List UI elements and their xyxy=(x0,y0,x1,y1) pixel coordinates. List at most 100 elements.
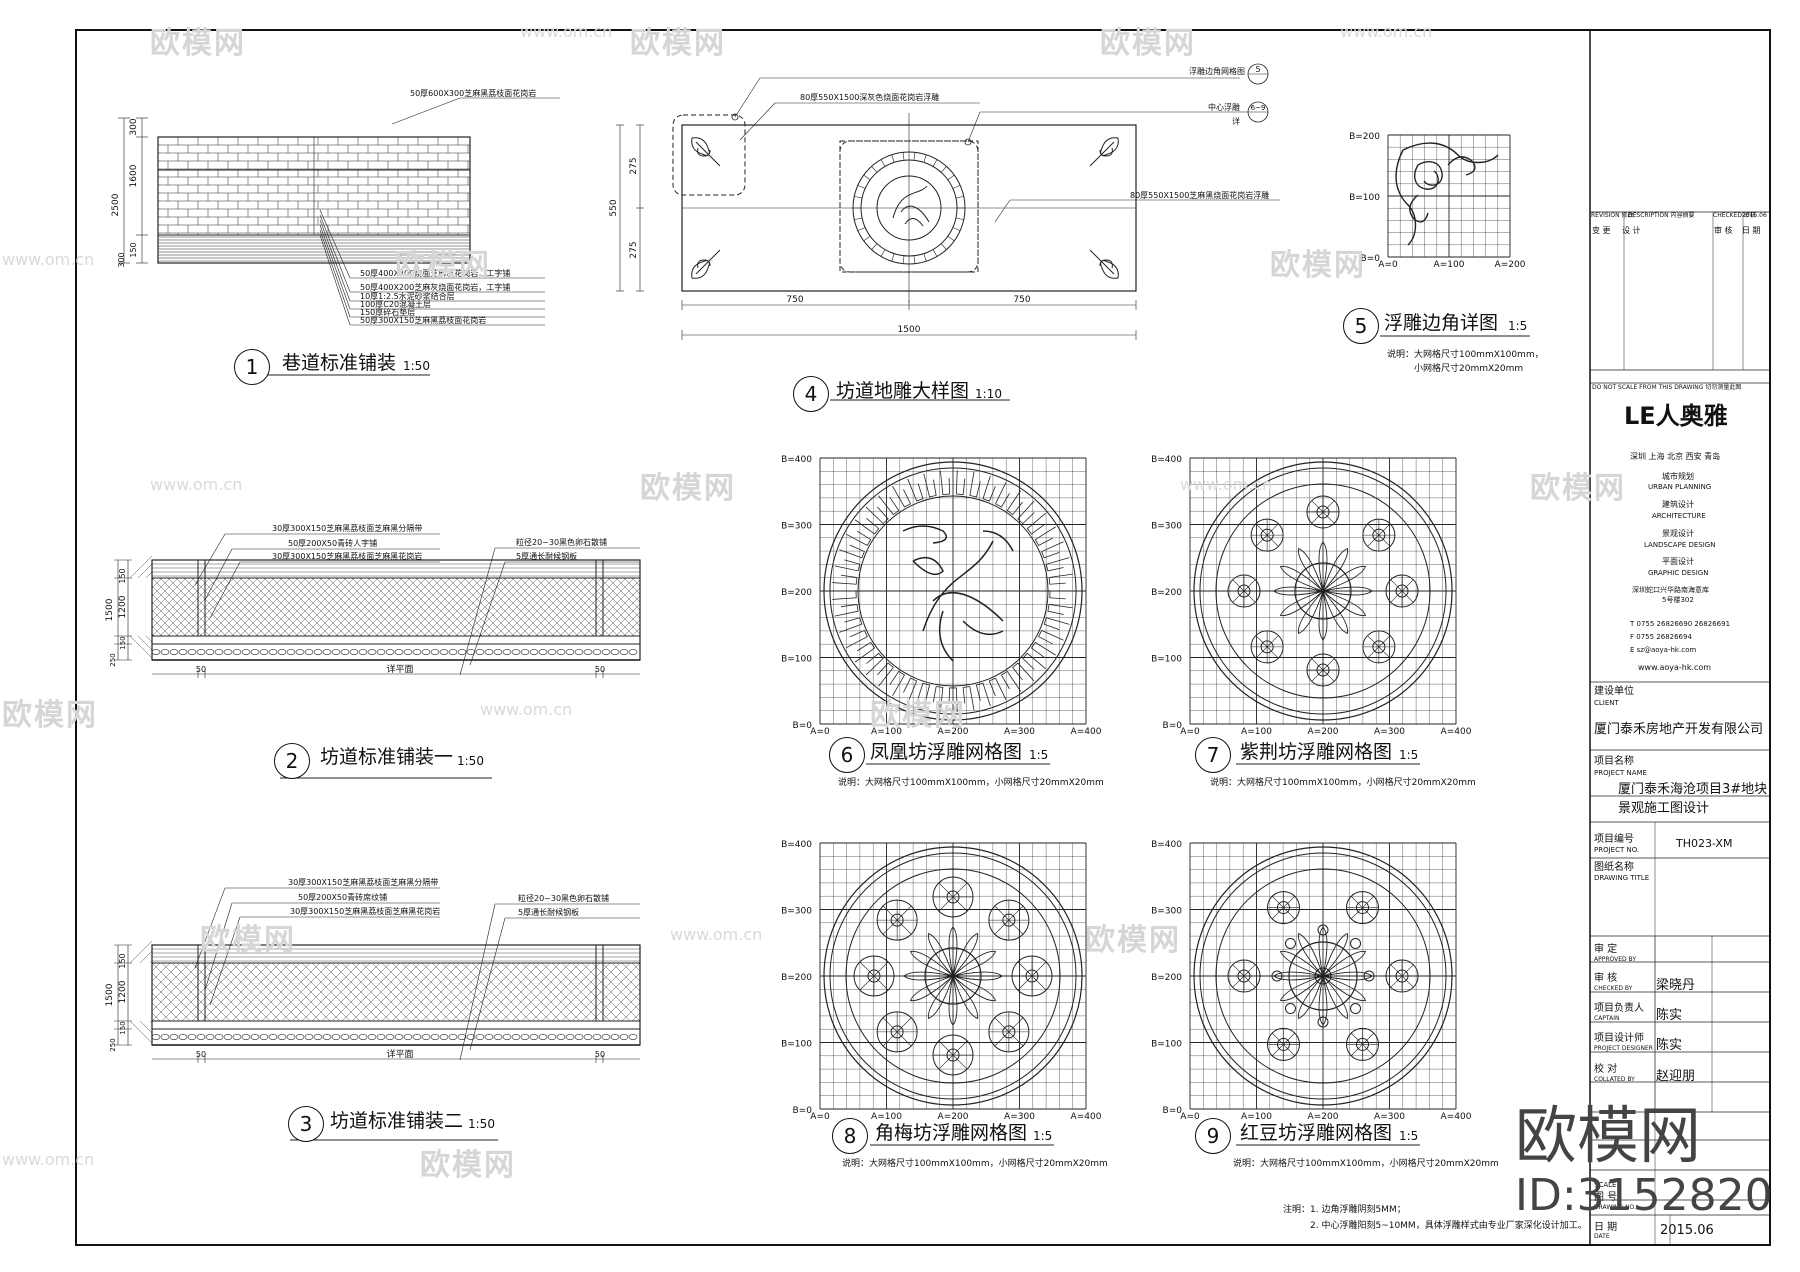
d2-hatch xyxy=(145,635,153,643)
d6-fret xyxy=(1026,512,1046,535)
d3-leader xyxy=(469,917,506,1051)
d4-label-detail: 详 xyxy=(1232,116,1240,126)
d8-center-petal xyxy=(909,975,954,1002)
d3-pebble xyxy=(286,1034,296,1040)
d2-hatch xyxy=(335,577,395,637)
tb-project-2: 景观施工图设计 xyxy=(1618,801,1710,816)
d2-hatch xyxy=(615,577,641,603)
d1-label: 50厚400X200烧面芝麻灰花岗岩，工字铺 xyxy=(360,268,510,278)
tb-addr-2: 5号楼302 xyxy=(1662,596,1694,604)
d9-petal xyxy=(1362,896,1375,908)
d7-petal xyxy=(1378,523,1391,536)
d2-hatch xyxy=(631,627,641,637)
d3-pebble xyxy=(448,1034,458,1040)
d3-pebble xyxy=(457,1034,467,1040)
d4-leader xyxy=(734,77,761,118)
d6-fret xyxy=(1048,573,1073,585)
d3-pebble xyxy=(241,1034,251,1040)
d2-outline xyxy=(151,559,641,661)
d3-pebble xyxy=(151,1034,161,1040)
d2-dim-label: 150 xyxy=(119,636,127,649)
d2-dim-label: 详平面 xyxy=(386,663,413,675)
d2-pebble xyxy=(529,649,539,655)
watermark-url: www.om.cn xyxy=(520,22,613,41)
drawing-number-4: 4 xyxy=(793,376,829,412)
d4-label-center: 中心浮雕 xyxy=(1208,102,1240,112)
d2-hatch xyxy=(583,579,641,637)
d3-pebble xyxy=(538,1034,548,1040)
tb-disc-3: 建筑设计 xyxy=(1662,500,1694,509)
d7-petal xyxy=(1401,590,1414,603)
d3-hatch xyxy=(521,962,581,1022)
tb-rev-col-1: 变 更 xyxy=(1592,226,1611,235)
d8-center-petal xyxy=(952,975,997,1002)
d9-petal xyxy=(1350,1032,1363,1045)
drawing-title-2: 坊道标准铺装一 xyxy=(320,746,454,768)
d9-bean xyxy=(1363,970,1375,982)
tb-client: 厦门泰禾房地产开发有限公司 xyxy=(1594,722,1764,737)
d2-hatch xyxy=(263,577,323,637)
d8-axis-y: B=200 xyxy=(781,973,812,983)
d7-axis-x: A=400 xyxy=(1441,727,1472,737)
d3-pebble xyxy=(367,1034,377,1040)
drawing-scale-8: 1:5 xyxy=(1033,1129,1053,1143)
d3-pebble xyxy=(331,1034,341,1040)
d5-note-2: 小网格尺寸20mmX20mm xyxy=(1414,364,1524,374)
d3-hatch xyxy=(191,962,251,1022)
d9-axis-y: B=200 xyxy=(1151,973,1182,983)
d9-outer-circle xyxy=(1193,846,1453,1106)
d6-fret xyxy=(839,617,863,633)
d7-note: 说明：大网格尺寸100mmX100mm，小网格尺寸20mmX20mm xyxy=(1210,778,1476,788)
d6-fret xyxy=(839,544,865,559)
tb-captain-name: 陈实 xyxy=(1656,1008,1683,1023)
d3-hatch xyxy=(321,962,381,1022)
d8-petal xyxy=(994,919,1010,935)
tb-collated-label: 校 对 xyxy=(1594,1064,1618,1075)
d2-hatch xyxy=(527,577,587,637)
d7-petal xyxy=(1390,590,1403,603)
d2-label-2: 50厚200X50青砖人字铺 xyxy=(288,538,377,548)
d2-pebble xyxy=(502,649,512,655)
tb-collated-en: COLLATED BY xyxy=(1594,1076,1635,1083)
d3-hatch xyxy=(421,962,481,1022)
d6-fret xyxy=(907,478,924,502)
d3-pebble xyxy=(610,1034,620,1040)
d4-medallion-inner xyxy=(876,175,942,241)
tb-projno: TH023-XM xyxy=(1676,837,1733,850)
d3-pebble xyxy=(277,1034,287,1040)
d3-hatch xyxy=(261,962,321,1022)
d2-hatch xyxy=(567,577,627,637)
d6-axis-x: A=200 xyxy=(938,727,969,737)
d3-pebble xyxy=(547,1034,557,1040)
d2-hatch xyxy=(287,577,347,637)
d6-fret xyxy=(1041,541,1064,559)
d3-hatch xyxy=(411,962,471,1022)
d6-inner-ring xyxy=(857,495,1049,687)
d1-leader xyxy=(319,229,351,318)
d2-hatch xyxy=(599,577,641,619)
d9-petal xyxy=(1390,964,1403,977)
d8-inner-ring xyxy=(845,868,1061,1084)
d2-hatch xyxy=(191,577,251,637)
watermark-brand: 欧模网 xyxy=(630,26,726,61)
d7-inner-ring xyxy=(1215,483,1431,699)
d3-hatch xyxy=(561,962,621,1022)
d4-dim-label: 275 xyxy=(629,157,639,174)
d8-petal xyxy=(1031,961,1047,977)
watermark-brand: 欧模网 xyxy=(1100,26,1196,61)
d7-axis-y: B=400 xyxy=(1151,455,1182,465)
tb-addr-6: www.aoya-hk.com xyxy=(1638,663,1712,672)
d7-petal xyxy=(1255,635,1268,648)
d6-axis-x: A=0 xyxy=(810,727,830,737)
d8-petal xyxy=(1008,919,1024,935)
d2-leader xyxy=(204,548,233,601)
d2-hatch xyxy=(607,577,641,611)
d8-axis-y: B=300 xyxy=(781,907,812,917)
d2-pebble xyxy=(403,649,413,655)
drawing-title-6: 凤凰坊浮雕网格图 xyxy=(870,741,1023,763)
tb-description: DESCRIPTION 内容摘要 xyxy=(1628,212,1695,219)
d3-hatch xyxy=(511,962,571,1022)
d1-leader xyxy=(319,224,351,310)
d9-axis-x: A=0 xyxy=(1180,1112,1200,1122)
tb-projno-en: PROJECT NO. xyxy=(1594,846,1640,854)
